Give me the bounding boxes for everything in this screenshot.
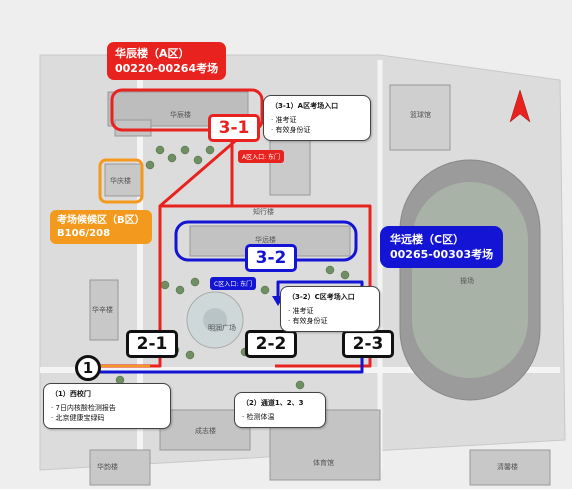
- card-c-entrance: （3-2）C区考场入口 · 准考证 · 有效身份证: [280, 286, 380, 332]
- tag-a-entrance: A区入口: 东门: [238, 150, 285, 163]
- marker-1: 1: [75, 355, 101, 381]
- label-huayun: 华韵楼: [97, 463, 118, 471]
- route-blue: [90, 280, 364, 374]
- marker-2-1: 2-1: [126, 330, 178, 358]
- tag-c-entrance: C区入口: 东门: [210, 277, 257, 290]
- card-c-item: · 有效身份证: [288, 317, 328, 325]
- label-gym: 体育馆: [313, 459, 334, 467]
- zone-a-title: 华辰楼（A区） 00220-00264考场: [107, 42, 227, 80]
- north-arrow-icon: [509, 89, 531, 123]
- zone-b-title: 考场候候区（B区） B106/208: [50, 210, 152, 244]
- card-gate-title: （1）西校门: [51, 390, 91, 398]
- label-zhixinlou: 知行楼: [253, 208, 274, 216]
- huayun-building: [89, 449, 151, 486]
- zone-a-range: 00220-00264考场: [115, 62, 219, 75]
- card-c-title: （3-2）C区考场入口: [288, 293, 355, 301]
- zone-b-name: 考场候候区（B区）: [57, 215, 145, 226]
- card-gate-item: · 北京健康宝绿码: [51, 414, 105, 422]
- huaxing-building: [89, 279, 119, 341]
- label-chengzhi: 成志楼: [195, 427, 216, 435]
- card-a-title: （3-1）A区考场入口: [271, 102, 339, 110]
- card-a-item: · 有效身份证: [271, 126, 311, 134]
- zone-a-outline: [110, 88, 264, 132]
- card-passage-item: · 检测体温: [242, 413, 275, 421]
- zone-a-name: 华辰楼（A区）: [115, 47, 190, 60]
- card-west-gate: （1）西校门 · 7日内核酸检测报告 · 北京健康宝绿码: [43, 383, 171, 429]
- label-huayuan: 华远楼: [255, 236, 276, 244]
- zone-b-outline: [98, 158, 144, 204]
- card-c-item: · 准考证: [288, 307, 314, 315]
- marker-2-2: 2-2: [245, 330, 297, 358]
- label-plaza: 明润广场: [208, 324, 236, 332]
- qinghuai-building: [469, 449, 551, 486]
- huaqing-building: [104, 163, 142, 197]
- card-a-item: · 准考证: [271, 116, 297, 124]
- card-gate-item: · 7日内核酸检测报告: [51, 404, 116, 412]
- label-field: 操场: [460, 277, 474, 285]
- marker-3-1: 3-1: [208, 114, 260, 142]
- label-huaxing: 华辛楼: [92, 306, 113, 314]
- zone-c-range: 00265-00303考场: [390, 248, 494, 261]
- label-qinghuai: 清馨楼: [497, 463, 518, 471]
- card-a-entrance: （3-1）A区考场入口 · 准考证 · 有效身份证: [263, 95, 371, 141]
- zone-c-name: 华远楼（C区）: [390, 233, 465, 246]
- label-basketball: 篮球馆: [410, 111, 431, 119]
- marker-2-3: 2-3: [342, 330, 394, 358]
- label-huaqing: 华庆楼: [110, 177, 131, 185]
- zone-c-title: 华远楼（C区） 00265-00303考场: [380, 226, 504, 268]
- basketball-court: [389, 84, 451, 151]
- label-huachen: 华辰楼: [170, 111, 191, 119]
- zone-b-rooms: B106/208: [57, 228, 111, 239]
- card-passage: （2）通道1、2、3 · 检测体温: [234, 392, 326, 428]
- card-passage-title: （2）通道1、2、3: [242, 399, 304, 407]
- marker-3-2: 3-2: [245, 244, 297, 272]
